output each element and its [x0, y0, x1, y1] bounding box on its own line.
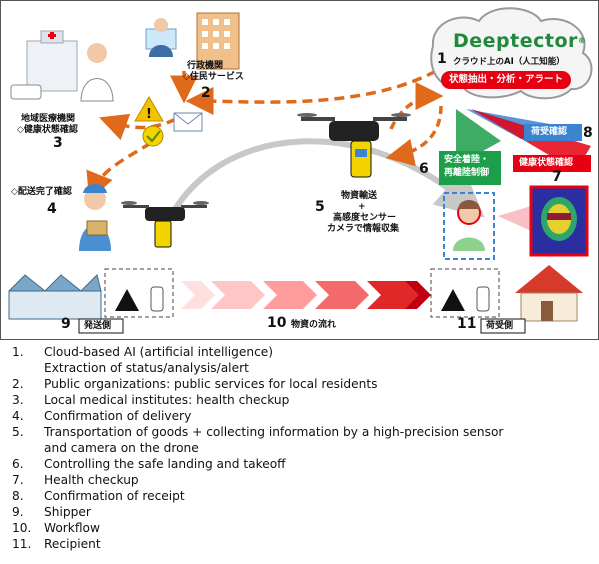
callout-4: 4 — [47, 201, 57, 217]
registered-mark: ® — [577, 36, 587, 45]
legend-num: 4. — [12, 409, 24, 423]
legend-num: 5. — [12, 425, 24, 439]
callout-5: 5 — [315, 199, 325, 215]
legend-num: 11. — [12, 537, 32, 551]
legend-num: 10. — [12, 521, 32, 535]
shipper-label: 発送側 — [84, 321, 112, 331]
legend-text: Controlling the safe landing and takeoff — [44, 457, 286, 471]
callout-2: 2 — [201, 85, 211, 101]
recipient-label: 荷受側 — [486, 321, 514, 331]
shipper-label-box — [78, 318, 124, 334]
legend-item: 9. Shipper — [12, 504, 592, 520]
legend-item: 3. Local medical institutes: health check… — [12, 392, 592, 408]
warehouse-icon — [8, 274, 102, 320]
callout-11: 11 — [457, 316, 477, 332]
legend-text: Health checkup — [44, 473, 139, 487]
arrow-drone-to-cloud — [389, 82, 444, 130]
svg-text:!: ! — [146, 107, 152, 122]
health-badge-bg — [513, 155, 591, 172]
recipient-label-box — [480, 318, 526, 334]
arrow-to-delivery — [86, 141, 152, 201]
legend-text: Transportation of goods + collecting inf… — [44, 425, 504, 455]
legend-item: 2. Public organizations: public services … — [12, 376, 592, 392]
med-label-1: 地域医療機関 — [21, 114, 76, 124]
flow-label: 物資の流れ — [291, 320, 337, 330]
callout-10: 10 — [267, 315, 287, 331]
shipper-goods-icon — [104, 268, 174, 318]
legend-item: 5. Transportation of goods + collecting i… — [12, 424, 592, 456]
safe-landing-label-1: 安全着陸・ — [444, 155, 490, 165]
safe-landing-badge-bg — [439, 151, 501, 185]
logo-text: Deeptector® — [453, 30, 587, 52]
check-icon — [142, 125, 164, 147]
legend-item: 10. Workflow — [12, 520, 592, 536]
house-icon — [515, 265, 583, 322]
gov-building-icon — [196, 12, 240, 70]
thermal-face-image — [529, 185, 589, 257]
callout-9: 9 — [61, 316, 71, 332]
callout-8: 8 — [583, 125, 593, 141]
flow-chevrons — [181, 281, 431, 309]
legend-item: 8. Confirmation of receipt — [12, 488, 592, 504]
legend-item: 11. Recipient — [12, 536, 592, 552]
hospital-icon — [10, 30, 78, 100]
doctor-icon — [80, 43, 114, 102]
gov-label-1: 行政機関 — [187, 61, 224, 71]
legend-text: Workflow — [44, 521, 100, 535]
diagram-graphics: ! — [8, 7, 593, 334]
delivery-person-icon — [79, 184, 111, 251]
legend-text: Recipient — [44, 537, 101, 551]
legend-num: 1. — [12, 345, 24, 359]
legend-text: Cloud-based AI (artificial intelligence)… — [44, 345, 274, 375]
med-label-2: ◇健康状態確認 — [17, 125, 78, 135]
gov-label-2: ◇住民サービス — [183, 72, 244, 82]
cloud-banner-bg — [441, 71, 571, 89]
flight-path-arc — [168, 138, 485, 218]
legend-item: 6. Controlling the safe landing and takeo… — [12, 456, 592, 472]
drone-main-icon — [297, 113, 411, 178]
envelope-icon — [173, 112, 203, 132]
legend-num: 9. — [12, 505, 24, 519]
callout-6: 6 — [419, 161, 429, 177]
callout-3: 3 — [53, 135, 63, 151]
recipient-person-icon — [443, 192, 495, 260]
legend-item: 4. Confirmation of delivery — [12, 408, 592, 424]
delivery-label: ◇配送完了確認 — [11, 187, 72, 197]
arrow-cloud-to-med — [99, 113, 177, 141]
drone-small-icon — [121, 201, 209, 248]
drone-delivery-diagram: ! — [0, 0, 599, 340]
health-badge-label: 健康状態確認 — [519, 158, 574, 168]
legend-item: 7. Health checkup — [12, 472, 592, 488]
transport-label-3: 高感度センサー — [333, 213, 397, 223]
legend-text: Confirmation of delivery — [44, 409, 192, 423]
safe-landing-label-2: 再離陸制御 — [444, 168, 490, 178]
gov-worker-icon — [145, 18, 177, 57]
transport-label-4: カメラで情報収集 — [327, 224, 400, 234]
transport-label-1: 物資輸送 — [341, 191, 378, 201]
arrow-cloud-to-drone — [385, 105, 443, 167]
recipient-goods-icon — [430, 268, 500, 318]
receipt-badge-bg — [524, 124, 582, 141]
arrow-cloud-to-gov — [185, 69, 437, 116]
callout-7: 7 — [552, 169, 562, 185]
thermal-link — [498, 206, 531, 231]
legend-num: 3. — [12, 393, 24, 407]
legend-num: 7. — [12, 473, 24, 487]
legend-num: 8. — [12, 489, 24, 503]
legend-list: 1. Cloud-based AI (artificial intelligenc… — [12, 344, 592, 552]
legend-text: Confirmation of receipt — [44, 489, 185, 503]
transport-label-2: + — [358, 202, 366, 212]
callout-1: 1 — [437, 51, 447, 67]
legend-num: 2. — [12, 377, 24, 391]
cloud-caption: クラウド上のAI（人工知能） — [453, 57, 565, 67]
warning-icon: ! — [134, 96, 164, 122]
legend-item: 1. Cloud-based AI (artificial intelligenc… — [12, 344, 592, 376]
cloud-banner-text: 状態抽出・分析・アラート — [449, 74, 564, 85]
legend-num: 6. — [12, 457, 24, 471]
legend-text: Public organizations: public services fo… — [44, 377, 378, 391]
receipt-badge-label: 荷受確認 — [531, 127, 568, 137]
legend-text: Shipper — [44, 505, 91, 519]
legend-text: Local medical institutes: health checkup — [44, 393, 290, 407]
